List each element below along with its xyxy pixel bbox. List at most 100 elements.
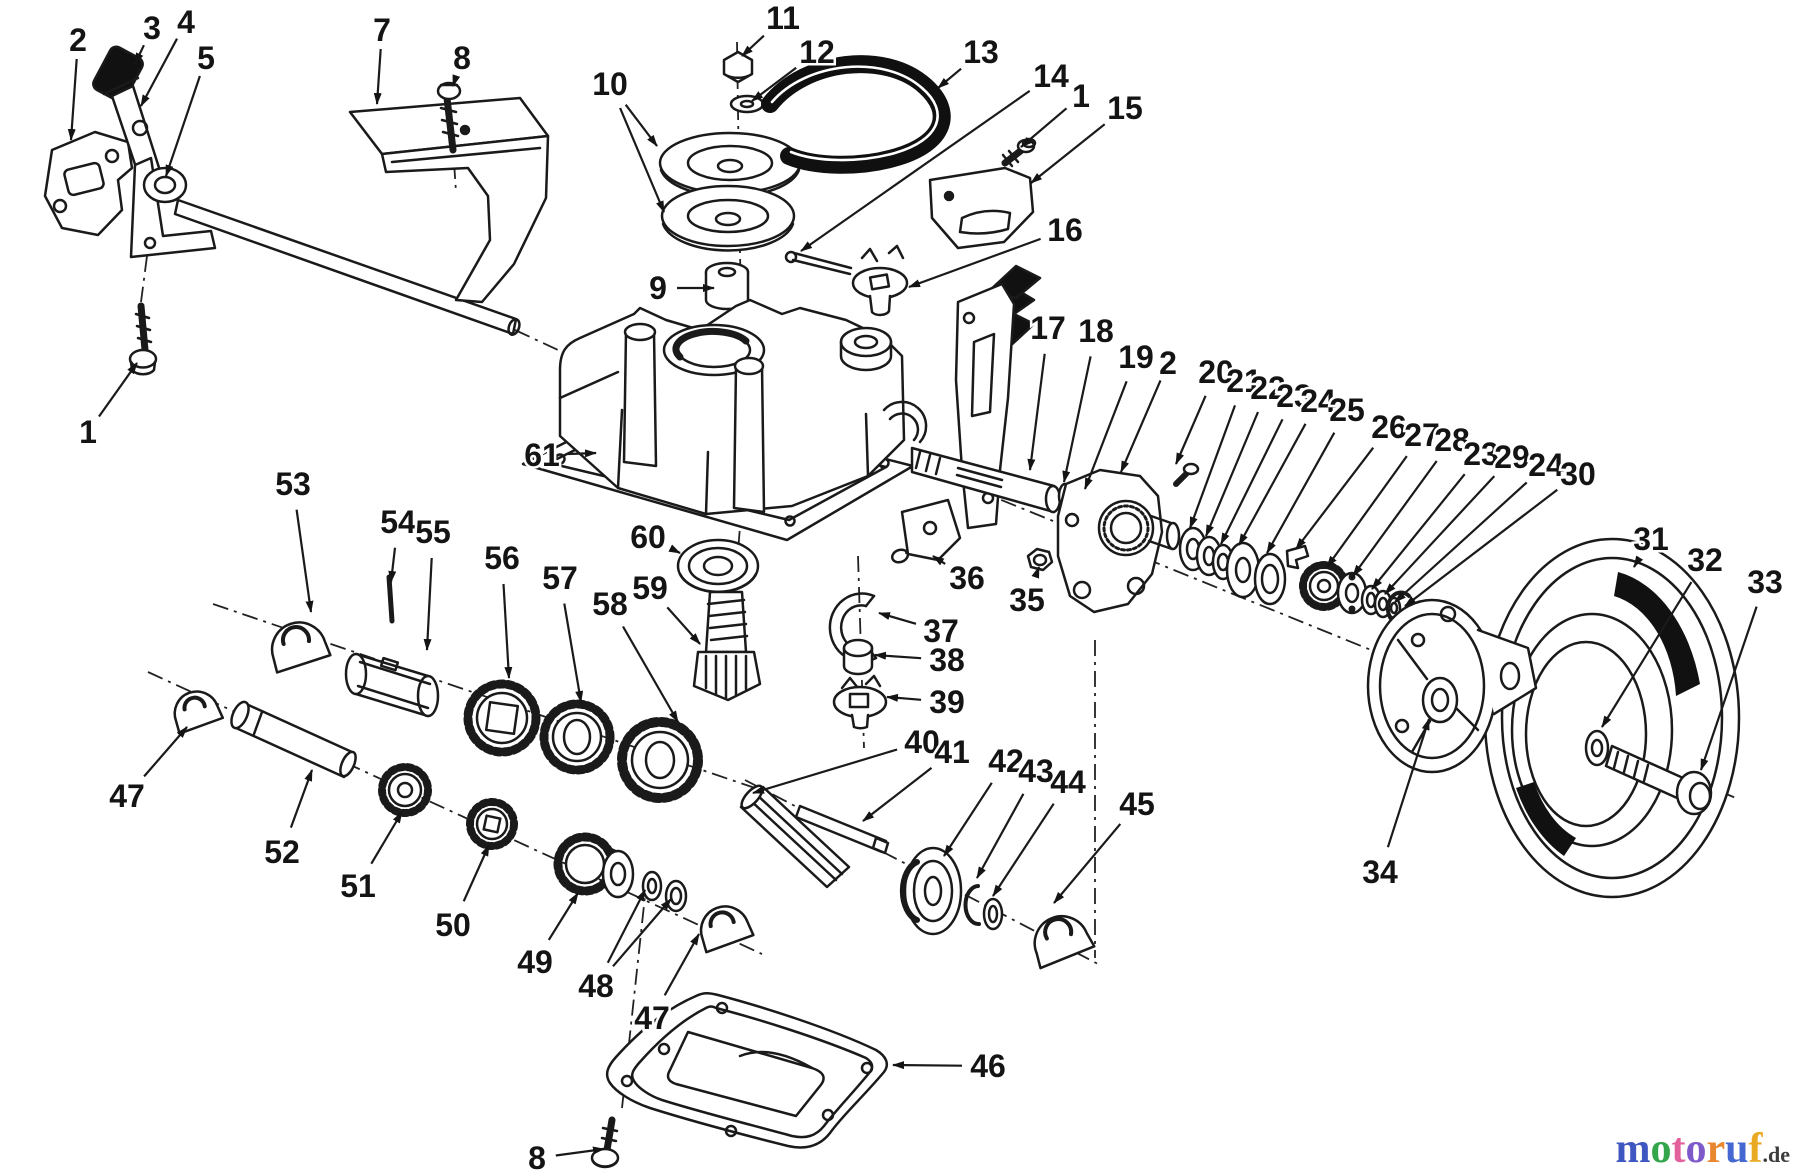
leader-line-41 [862, 767, 933, 822]
axle-axis-line [914, 464, 1737, 799]
wheel-tire-part [1483, 537, 1741, 899]
leader-line-11 [741, 34, 765, 57]
watermark-letter: o [1650, 1126, 1672, 1172]
callout-label-48-30: 48 [578, 968, 614, 1004]
callout-label-10-10: 10 [592, 66, 628, 102]
leader-line-1 [98, 362, 138, 418]
callout-label-46-32: 46 [970, 1048, 1006, 1084]
leader-line-44 [992, 803, 1055, 897]
fork-bushing-part [842, 638, 874, 676]
leader-line-24 [1238, 423, 1307, 546]
leader-line-25 [1266, 432, 1336, 554]
leader-line-8 [555, 1146, 605, 1157]
leader-line-27 [1326, 455, 1408, 568]
drive-key-part [1285, 544, 1310, 570]
wheel-bolt-part [1604, 744, 1713, 816]
callout-label-54-23: 54 [380, 504, 416, 540]
callout-label-53-22: 53 [275, 466, 311, 502]
clutch-shaft-part [739, 784, 851, 889]
lower-gear-axis-line [147, 671, 763, 955]
pulley-washer-part [729, 94, 765, 114]
leader-line-2 [67, 58, 78, 141]
leader-line-2 [1119, 379, 1162, 473]
leader-line-19 [1083, 380, 1128, 490]
drum-washer-part [982, 897, 1004, 931]
small-gear-50-part [466, 798, 518, 850]
callout-label-12-8: 12 [799, 34, 835, 70]
callout-label-3-1: 3 [143, 10, 161, 46]
callout-label-23-52: 23 [1276, 378, 1312, 414]
leader-line-55 [423, 557, 433, 651]
shift-coupler-part [851, 244, 909, 317]
leader-line-17 [1027, 353, 1046, 471]
leader-line-12 [751, 66, 797, 102]
leader-line-51 [370, 811, 403, 865]
callout-label-15-13: 15 [1107, 90, 1143, 126]
bracket-screw-part [1173, 462, 1200, 487]
callout-label-43-40: 43 [1018, 753, 1054, 789]
axle-bracket-part [1056, 468, 1181, 614]
leader-line-23 [1220, 418, 1284, 545]
idler-shaft-part [230, 700, 357, 779]
callout-label-26-55: 26 [1371, 409, 1407, 445]
callout-label-18-46: 18 [1078, 313, 1114, 349]
callout-label-32-63: 32 [1687, 542, 1723, 578]
leader-line-18 [1062, 356, 1092, 483]
leader-line-34 [1386, 718, 1431, 848]
callout-label-21-50: 21 [1226, 363, 1262, 399]
leader-line-47 [663, 933, 700, 996]
callout-label-40-37: 40 [904, 724, 940, 760]
leader-line-60 [668, 544, 681, 554]
gear-57-part [539, 699, 615, 775]
callout-label-24-53: 24 [1300, 383, 1336, 419]
callout-label-35-44: 35 [1009, 582, 1045, 618]
drive-belt-part [761, 55, 951, 174]
pulley-nut-part [722, 50, 754, 84]
callout-label-2-0: 2 [69, 22, 87, 58]
callout-label-52-26: 52 [264, 834, 300, 870]
control-rod-part [173, 198, 521, 336]
leader-line-31 [1633, 555, 1644, 568]
leader-line-16 [908, 237, 1041, 289]
cotter-pin-part [784, 250, 853, 276]
gear-case-pan-part [605, 992, 888, 1149]
callout-label-58-19: 58 [592, 586, 628, 622]
leader-line-23 [1371, 473, 1466, 590]
ball-bearing-part [676, 538, 760, 594]
callout-label-7-4: 7 [373, 12, 391, 48]
roll-pin-part [386, 574, 395, 624]
axle-shaft-part [910, 446, 1062, 514]
half-bushing-53-part [270, 621, 332, 674]
spline-coupling-part [344, 652, 440, 718]
leader-line-52 [289, 769, 314, 828]
callout-label-8-5: 8 [453, 40, 471, 76]
callout-label-61-16: 61 [524, 437, 560, 473]
leader-line-58 [622, 625, 679, 723]
shift-dog-part [832, 674, 888, 730]
callout-label-42-39: 42 [988, 743, 1024, 779]
callout-label-56-21: 56 [484, 540, 520, 576]
leader-line-8 [451, 74, 461, 87]
gear-58-part [617, 717, 703, 803]
leader-line-56 [502, 583, 513, 679]
callout-label-19-47: 19 [1118, 339, 1154, 375]
pan-screw-part [590, 1116, 620, 1169]
shaft-key-part [794, 804, 890, 855]
leader-line-45 [1053, 823, 1122, 904]
callout-label-38-35: 38 [929, 642, 965, 678]
leader-line-48 [606, 889, 646, 964]
leader-line-14 [800, 89, 1031, 252]
callout-label-16-14: 16 [1047, 212, 1083, 248]
callout-label-14-11: 14 [1033, 58, 1069, 94]
callout-label-45-42: 45 [1119, 786, 1155, 822]
handle-bracket-part [43, 130, 134, 237]
lock-nut-part [1026, 547, 1054, 572]
leader-line-10 [624, 104, 658, 147]
leader-line-35 [1031, 566, 1041, 579]
callout-label-37-34: 37 [923, 613, 959, 649]
callout-label-17-45: 17 [1030, 310, 1066, 346]
gear-56-part [463, 679, 541, 757]
half-bushing-left-part [173, 690, 225, 735]
leader-line-5 [164, 75, 201, 177]
